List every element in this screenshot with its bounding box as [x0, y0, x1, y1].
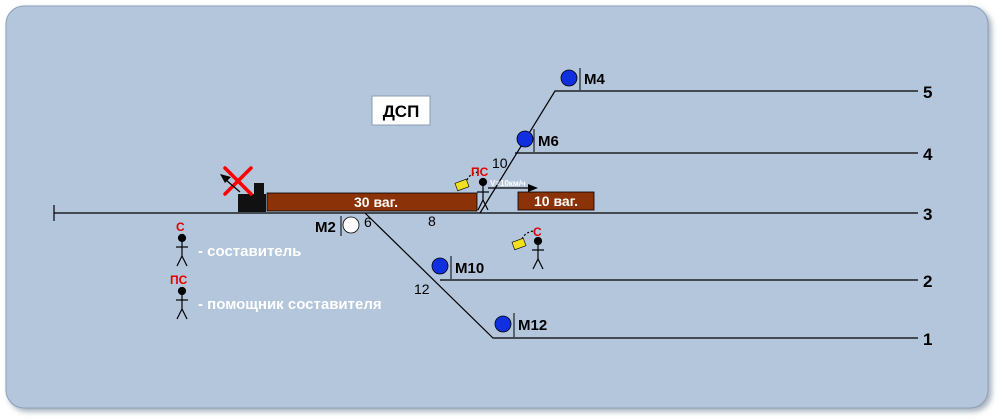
locomotive-body	[238, 194, 266, 212]
signal-m4-label: М4	[584, 71, 605, 88]
signal-m2: М2	[315, 216, 360, 236]
signal-m12-light	[494, 315, 512, 333]
track-2-number: 2	[923, 272, 932, 291]
signal-m10-label: М10	[455, 260, 484, 277]
signal-m6-label: М6	[538, 133, 559, 150]
dsp-box	[371, 95, 431, 126]
wagons-30-block	[266, 192, 478, 212]
legend-shunter-tag: С	[176, 220, 185, 234]
speed-label: V=10км/ч	[490, 179, 526, 188]
arrow-up-left-icon	[220, 174, 241, 193]
switch-8-number: 8	[428, 213, 436, 229]
wagons-10-label: 10 ваг.	[534, 193, 578, 209]
locomotive	[238, 183, 266, 212]
signal-m6: М6	[516, 129, 559, 152]
track-3-number: 3	[923, 205, 932, 224]
tracks	[53, 90, 918, 339]
track-5-number: 5	[923, 83, 932, 102]
signal-m4-light	[560, 69, 578, 87]
diagram-panel	[5, 5, 989, 409]
wagons-30-label: 30 ваг.	[354, 194, 398, 210]
flag-icon	[454, 178, 470, 192]
legend-shunter-figure	[176, 233, 188, 267]
signal-m10-light	[431, 257, 449, 275]
locomotive-cab	[254, 183, 264, 195]
legend-assistant-tag: ПС	[170, 273, 188, 287]
assistant-figure-on-train	[466, 171, 489, 211]
forbidden-cross-icon	[223, 166, 253, 196]
signal-m6-light	[516, 130, 534, 148]
assistant-label-on-train: ПС	[471, 165, 489, 179]
flag-icon	[511, 237, 527, 251]
switch-12-number: 12	[414, 281, 430, 297]
legend-shunter-label: - составитель	[198, 243, 301, 260]
track-1-line	[364, 212, 918, 339]
wagons-10-block	[517, 191, 595, 211]
signal-m12: М12	[494, 313, 547, 337]
track-5-line	[479, 90, 918, 214]
signal-m12-label: М12	[518, 317, 547, 334]
legend: С - составитель ПС - помощник составител…	[170, 220, 382, 320]
legend-assistant-label: - помощник составителя	[198, 296, 382, 313]
track-1-number: 1	[923, 330, 932, 349]
switch-10-number: 10	[492, 155, 508, 171]
shunter-label-track: С	[533, 225, 542, 239]
speed-arrow	[488, 184, 538, 192]
track-4-number: 4	[923, 145, 933, 164]
dsp-label: ДСП	[383, 102, 420, 121]
legend-assistant-figure	[176, 286, 188, 320]
signal-m2-label: М2	[315, 219, 336, 236]
signal-m4: М4	[560, 68, 605, 90]
signal-m2-light	[342, 216, 360, 234]
switch-6-number: 6	[364, 214, 372, 230]
signal-m10: М10	[431, 256, 484, 279]
